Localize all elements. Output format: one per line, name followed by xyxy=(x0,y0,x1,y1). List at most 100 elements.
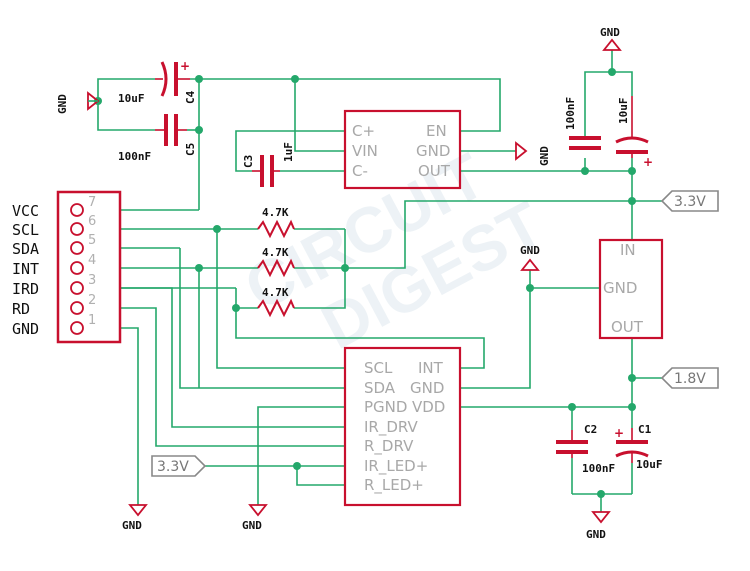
resistor-value: 4.7K xyxy=(262,246,289,259)
svg-text:+: + xyxy=(643,155,653,169)
capacitor-ref: C5 xyxy=(184,143,197,156)
capacitor-value: 10uF xyxy=(617,98,630,125)
junction-dot xyxy=(568,403,576,411)
capacitor-value: 10uF xyxy=(118,92,145,105)
capacitor-c1: + C1 10uF xyxy=(614,423,663,471)
gnd-label: GND xyxy=(242,519,262,532)
ic-pin-label: VDD xyxy=(412,398,445,416)
junction-dot xyxy=(581,167,589,175)
junction-dot xyxy=(213,225,221,233)
ic-pin-label: OUT xyxy=(418,162,451,180)
resistor-r2: 4.7K xyxy=(257,246,295,278)
svg-text:+: + xyxy=(180,59,190,73)
gnd-label: GND xyxy=(122,519,142,532)
header-pin-sda: 5 SDA xyxy=(12,233,96,258)
pin-header: 7 VCC 6 SCL 5 SDA 4 INT 3 IRD 2 RD xyxy=(12,190,122,344)
pin-number: 4 xyxy=(88,253,96,268)
capacitor-10uf-input: + 10uF xyxy=(615,96,653,169)
pin-label: SCL xyxy=(12,221,39,239)
net-label-text: 1.8V xyxy=(674,371,706,387)
pin-label: INT xyxy=(12,260,39,278)
junction-dot xyxy=(628,374,636,382)
net-label-text: 3.3V xyxy=(674,194,706,210)
ic-pin-label: GND xyxy=(416,142,450,160)
ic-pin-label: GND xyxy=(603,279,637,297)
ic-pin-label: R_DRV xyxy=(364,437,414,456)
gnd-symbol-c4: GND xyxy=(56,91,100,114)
capacitor-100nf-input: 100nF xyxy=(564,97,601,150)
resistor-value: 4.7K xyxy=(262,206,289,219)
junction-dot xyxy=(597,490,605,498)
ic-pin-label: SDA xyxy=(364,379,396,397)
gnd-symbol-pgnd: GND xyxy=(242,504,268,532)
gnd-label: GND xyxy=(586,528,606,541)
junction-dot xyxy=(628,197,636,205)
pin-number: 1 xyxy=(88,313,96,328)
junction-dot xyxy=(608,68,616,76)
junction-dot xyxy=(628,167,636,175)
net-label-3v3-top: 3.3V xyxy=(660,190,719,212)
resistor-r1: 4.7K xyxy=(257,206,295,239)
capacitor-c5: 100nF C5 xyxy=(118,114,197,163)
ic-pin-label: OUT xyxy=(611,318,644,336)
gnd-symbol-header: GND xyxy=(122,504,148,532)
gnd-symbol-bottom-right: GND xyxy=(586,511,611,541)
regulator-ic: IN GND OUT xyxy=(598,238,664,340)
capacitor-value: 100nF xyxy=(582,462,615,475)
junction-dot xyxy=(195,75,203,83)
ic-pin-label: SCL xyxy=(364,359,393,377)
ic-pin-label: GND xyxy=(410,379,444,397)
capacitor-ref: C2 xyxy=(584,423,597,436)
capacitor-c3: C3 1uF xyxy=(242,142,295,187)
capacitor-value: 100nF xyxy=(118,150,151,163)
charge-pump-body xyxy=(343,109,462,190)
wires xyxy=(97,50,662,512)
pin-number: 6 xyxy=(88,214,96,229)
junction-dot xyxy=(195,126,203,134)
ic-pin-label: EN xyxy=(426,122,447,140)
capacitor-value: 1uF xyxy=(282,142,295,162)
resistor-value: 4.7K xyxy=(262,286,289,299)
ic-pin-label: C- xyxy=(352,162,368,180)
junction-dot xyxy=(341,264,349,272)
gnd-symbol-chargepump: GND xyxy=(515,141,551,166)
capacitor-c4: + 10uF C4 xyxy=(118,59,197,105)
capacitor-ref: C4 xyxy=(184,90,197,104)
pin-number: 5 xyxy=(88,233,96,248)
gnd-label: GND xyxy=(538,146,551,166)
gnd-label: GND xyxy=(56,94,69,114)
header-pin-gnd: 1 GND xyxy=(12,313,96,338)
resistor-r3: 4.7K xyxy=(257,286,295,318)
net-label-3v3-left: 3.3V xyxy=(151,455,207,477)
pin-label: IRD xyxy=(12,280,39,298)
junction-dot xyxy=(526,284,534,292)
header-pin-rd: 2 RD xyxy=(12,293,96,318)
pin-label: SDA xyxy=(12,240,39,258)
ic-pin-label: INT xyxy=(418,359,444,377)
header-pin-ird: 3 IRD xyxy=(12,273,96,298)
junction-dot xyxy=(628,403,636,411)
gnd-label: GND xyxy=(600,26,620,39)
gnd-symbol-sensor: GND xyxy=(520,244,540,271)
net-label-1v8: 1.8V xyxy=(660,367,719,389)
ic-pin-label: C+ xyxy=(352,122,375,140)
sensor-ic: SCL SDA PGND IR_DRV R_DRV IR_LED+ R_LED+… xyxy=(343,346,462,507)
pin-number: 2 xyxy=(88,293,96,308)
ic-pin-label: R_LED+ xyxy=(364,476,424,495)
junction-dot xyxy=(291,75,299,83)
junction-dot xyxy=(195,264,203,272)
pin-label: VCC xyxy=(12,202,39,220)
junction-dot xyxy=(232,304,240,312)
ic-pin-label: IR_DRV xyxy=(364,418,418,437)
junction-dots xyxy=(94,68,636,498)
capacitor-ref: C1 xyxy=(638,423,652,436)
capacitor-value: 100nF xyxy=(564,97,577,130)
svg-text:+: + xyxy=(614,426,624,440)
capacitor-ref: C3 xyxy=(242,155,255,168)
header-pin-vcc: 7 VCC xyxy=(12,195,96,220)
junction-dot xyxy=(293,462,301,470)
pin-label: RD xyxy=(12,300,30,318)
sensor-body xyxy=(343,346,462,507)
header-pin-int: 4 INT xyxy=(12,253,96,278)
